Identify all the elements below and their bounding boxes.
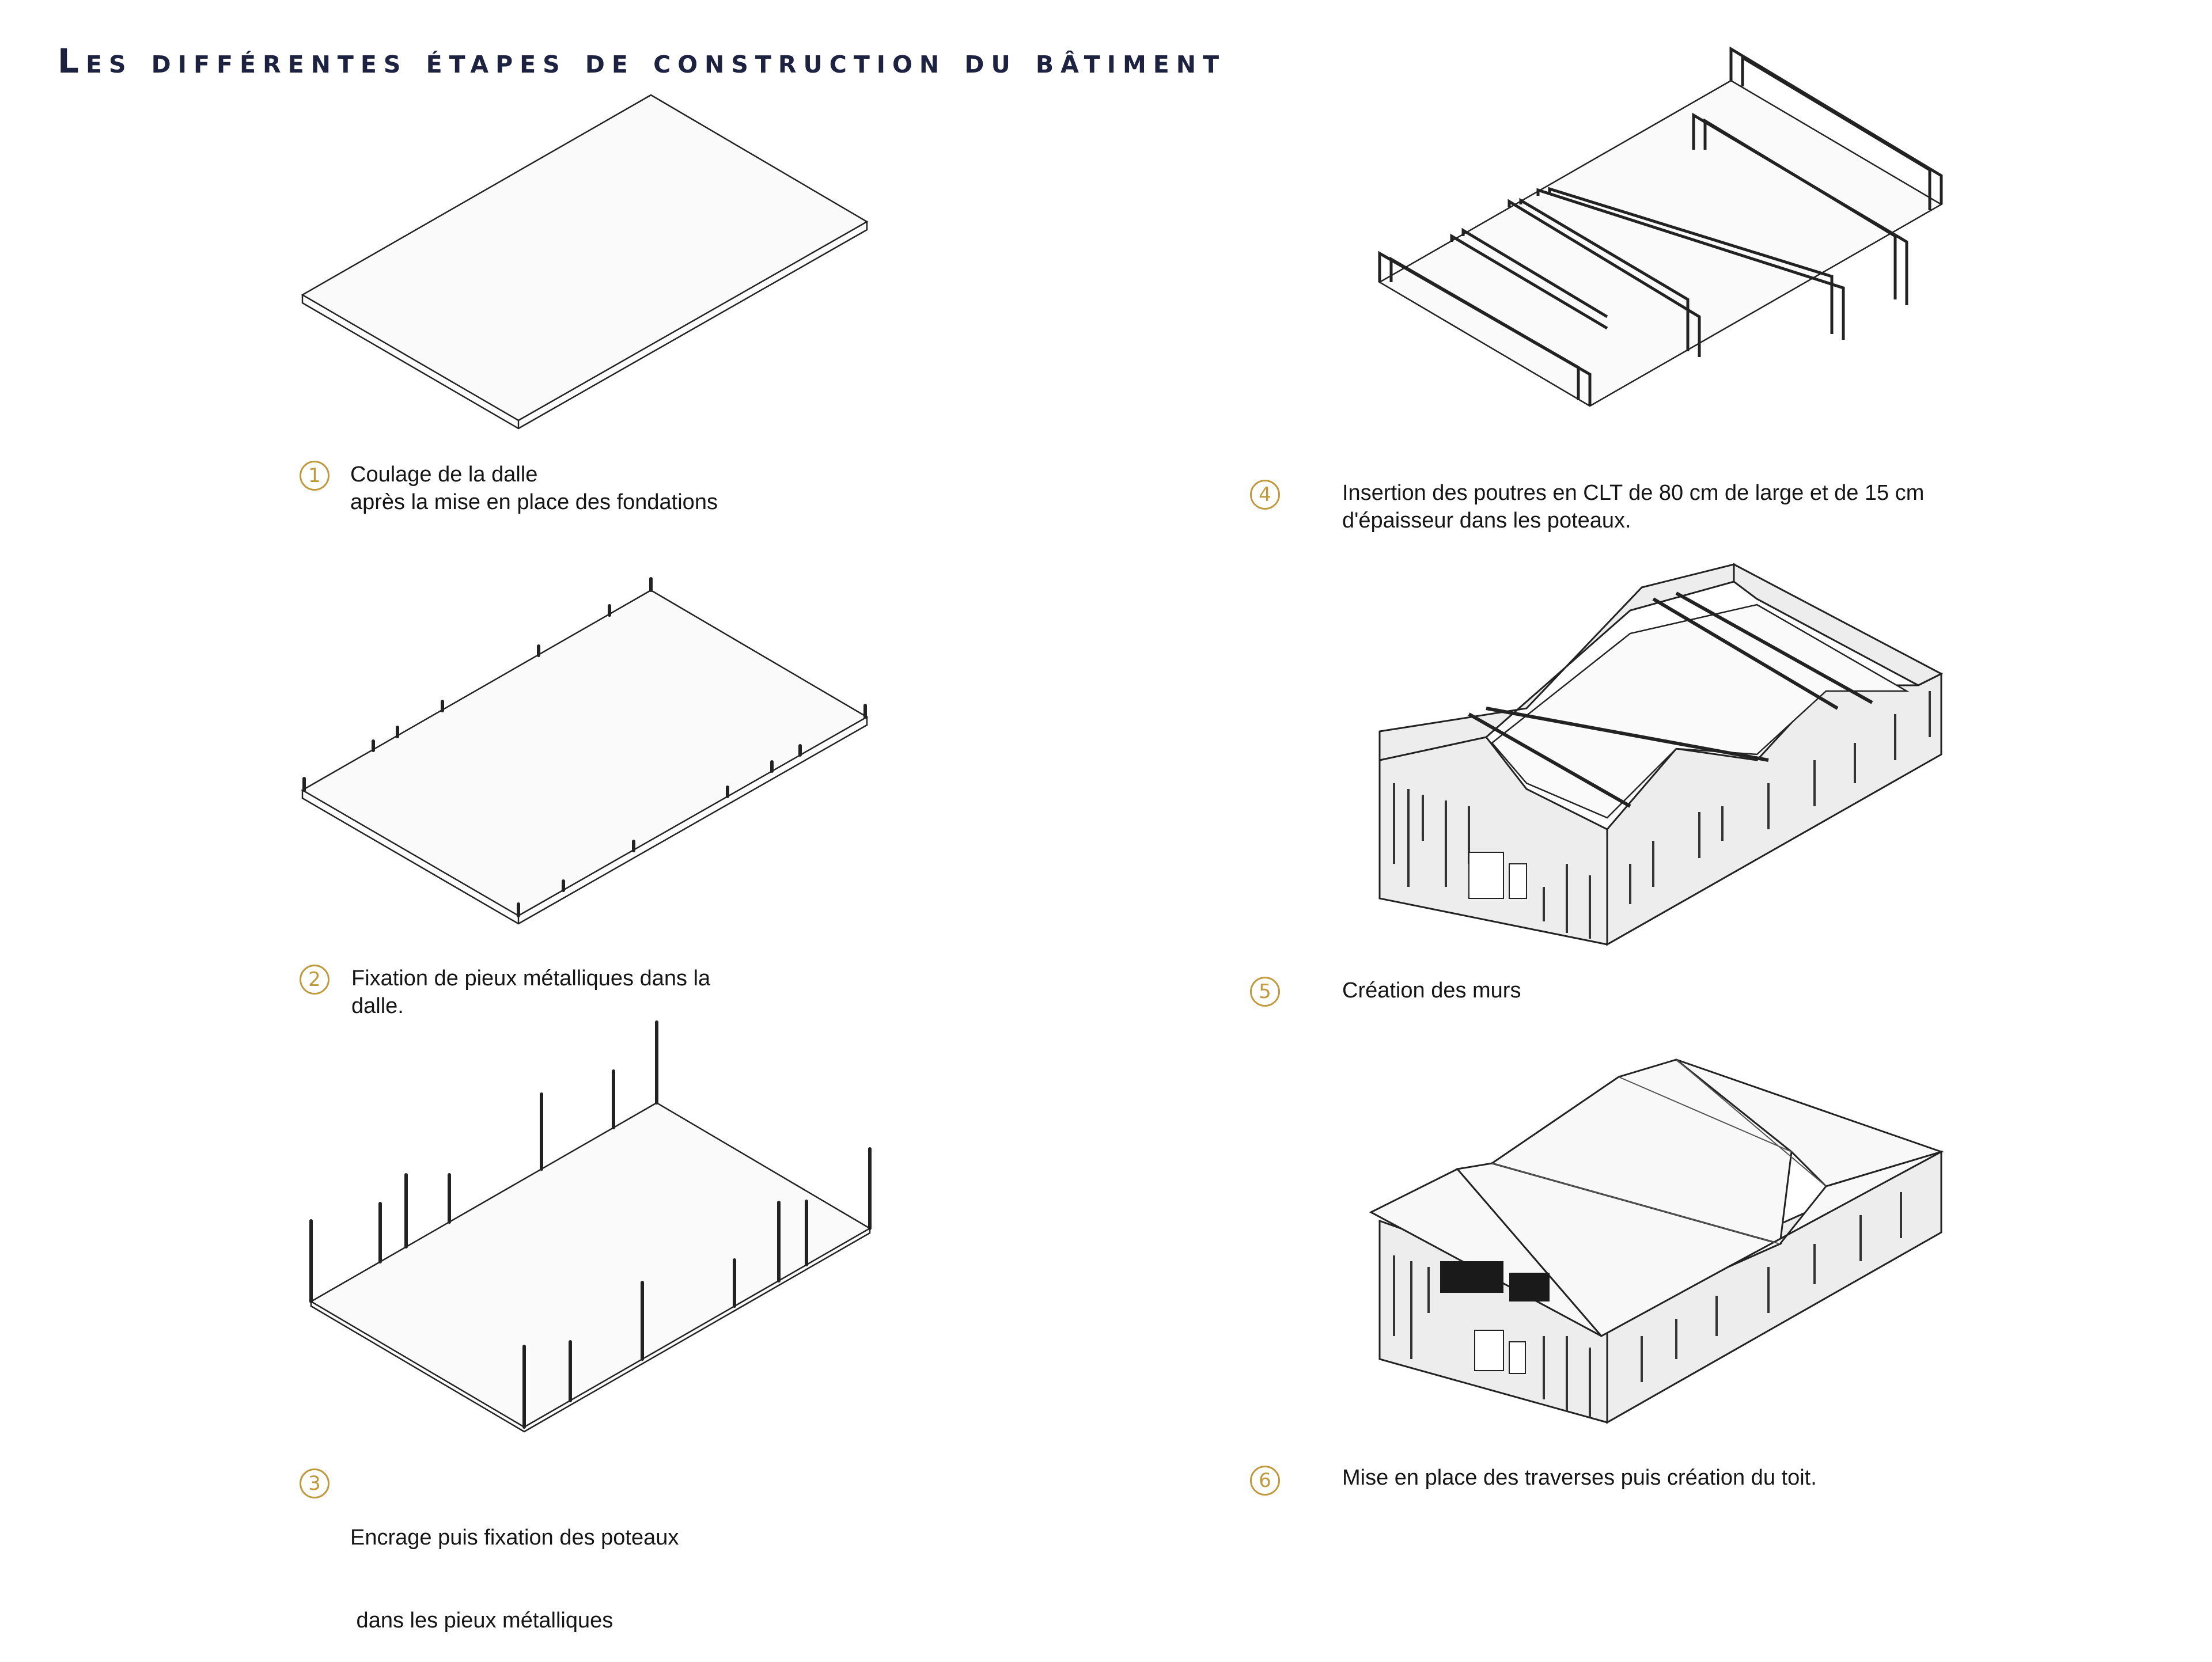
step-6-caption: Mise en place des traverses puis créatio… [1342, 1464, 1817, 1492]
step-6-number: 6 [1250, 1466, 1280, 1496]
step-5-number: 5 [1250, 977, 1280, 1007]
step-3-drawing-posts [309, 1020, 872, 1433]
step-2-caption-line-2: dalle. [351, 994, 404, 1018]
step-3-number: 3 [300, 1469, 329, 1498]
step-4-drawing-beams [1378, 46, 1943, 407]
step-5-caption: Création des murs [1342, 977, 1521, 1004]
step-1-caption-line-2: après la mise en place des fondations [350, 490, 718, 514]
step-1-caption: Coulage de la dalle après la mise en pla… [350, 461, 718, 516]
page-title: Les différentes étapes de construction d… [58, 41, 1226, 81]
step-1-number: 1 [300, 461, 329, 491]
step-5-drawing-walls [1378, 563, 1944, 946]
step-6-drawing-roof [1369, 1058, 1944, 1424]
step-2-caption: Fixation de pieux métalliques dans la da… [351, 965, 710, 1020]
step-5-caption-line-1: Création des murs [1342, 978, 1521, 1003]
step-1-caption-line-1: Coulage de la dalle [350, 462, 538, 487]
step-2-caption-line-1: Fixation de pieux métalliques dans la [351, 966, 711, 991]
step-2-drawing-piles [301, 577, 869, 925]
step-4-number: 4 [1250, 480, 1280, 510]
step-1-drawing-slab [301, 94, 869, 430]
step-3-caption: Encrage puis fixation des poteaux dans l… [350, 1469, 679, 1662]
step-2-number: 2 [300, 965, 329, 995]
step-4-caption: Insertion des poutres en CLT de 80 cm de… [1342, 479, 1924, 534]
step-6-caption-line-1: Mise en place des traverses puis créatio… [1342, 1466, 1817, 1490]
step-4-caption-line-2: d'épaisseur dans les poteaux. [1342, 509, 1631, 533]
step-3-caption-line-1: Encrage puis fixation des poteaux [350, 1526, 679, 1550]
step-4-caption-line-1: Insertion des poutres en CLT de 80 cm de… [1342, 481, 1925, 505]
step-3-caption-line-2: dans les pieux métalliques [350, 1608, 613, 1633]
